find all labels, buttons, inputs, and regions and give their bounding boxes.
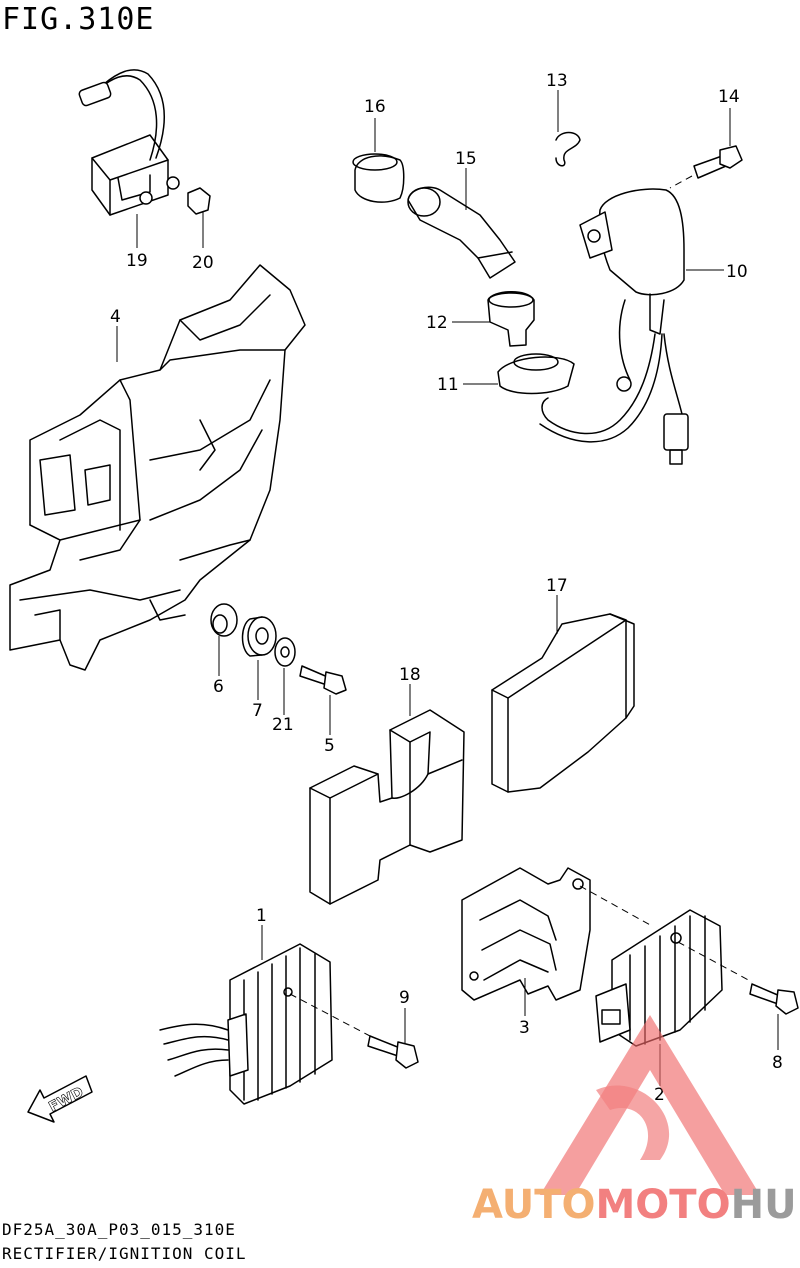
- part-20-screw: [187, 187, 211, 248]
- part-8-bolt: [749, 983, 799, 1015]
- callout-1: 1: [256, 906, 267, 926]
- part-12-plug-cap: [487, 291, 535, 347]
- part-16-cap: [352, 153, 405, 203]
- part-14-bolt: [693, 145, 743, 179]
- part-17-module: [491, 613, 635, 793]
- callout-6: 6: [213, 677, 224, 697]
- callout-14: 14: [718, 87, 740, 107]
- part-7-bushing: [241, 616, 277, 657]
- watermark-moto: MOTO: [596, 1182, 731, 1228]
- watermark-auto: AUTO: [472, 1182, 596, 1228]
- callout-16: 16: [364, 97, 386, 117]
- fwd-arrow-icon: FWD: [27, 1075, 93, 1123]
- callout-19: 19: [126, 251, 148, 271]
- part-10-ignition-coil: [539, 188, 689, 465]
- figure-title: FIG.310E: [2, 2, 155, 37]
- callout-13: 13: [546, 71, 568, 91]
- callout-12: 12: [426, 313, 448, 333]
- watermark-hub: HUB: [731, 1182, 800, 1228]
- part-4-bracket: [9, 264, 306, 671]
- callout-4: 4: [110, 307, 121, 327]
- part-18-pad: [309, 709, 465, 905]
- part-2-rectifier: [595, 909, 723, 1047]
- part-11-seal: [497, 353, 575, 395]
- part-5-bolt: [299, 665, 347, 695]
- callout-7: 7: [252, 701, 263, 721]
- callout-20: 20: [192, 253, 214, 273]
- callout-5: 5: [324, 736, 335, 756]
- part-9-bolt: [367, 1035, 419, 1069]
- callout-3: 3: [519, 1018, 530, 1038]
- callout-18: 18: [399, 665, 421, 685]
- callout-21: 21: [272, 715, 294, 735]
- svg-text:AUTOMOTOHUB: AUTOMOTOHUB: [472, 1182, 800, 1228]
- part-13-clip: [555, 131, 581, 167]
- callout-17: 17: [546, 576, 568, 596]
- footer-name: RECTIFIER/IGNITION COIL: [2, 1244, 247, 1263]
- part-3-plate: [461, 867, 591, 1001]
- callout-9: 9: [399, 988, 410, 1008]
- watermark-logo: AUTOMOTOHUB: [472, 1015, 800, 1228]
- part-15-boot: [407, 186, 516, 279]
- part-21-washer: [274, 637, 296, 667]
- callout-15: 15: [455, 149, 477, 169]
- callout-8: 8: [772, 1053, 783, 1073]
- part-6-grommet: [210, 603, 238, 637]
- callout-2: 2: [654, 1085, 665, 1105]
- part-1-rectifier: [159, 943, 333, 1105]
- callout-11: 11: [437, 375, 459, 395]
- footer-code: DF25A_30A_P03_015_310E: [2, 1220, 236, 1239]
- callout-10: 10: [726, 262, 748, 282]
- part-19-relay: [78, 69, 180, 216]
